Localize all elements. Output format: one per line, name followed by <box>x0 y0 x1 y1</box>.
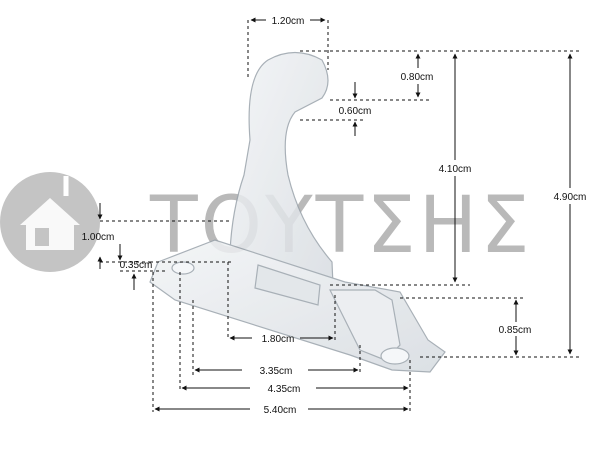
dimension-labels: 1.20cm 0.80cm 0.60cm 4.10cm 4.90cm 1.00c… <box>82 16 587 416</box>
extension-lines <box>100 20 580 412</box>
dim-label-base-height: 0.35cm <box>120 260 153 271</box>
dim-label-step-height: 1.00cm <box>82 232 115 243</box>
dim-label-len-total: 5.40cm <box>264 405 297 416</box>
dim-label-foot-height: 0.85cm <box>499 325 532 336</box>
dimension-arrows <box>97 17 573 412</box>
dim-label-upper-height: 4.10cm <box>439 164 472 175</box>
dim-label-width-top: 1.20cm <box>272 16 305 27</box>
dim-label-total-height: 4.90cm <box>554 192 587 203</box>
dim-label-len-a: 3.35cm <box>260 366 293 377</box>
dim-label-slot-width: 1.80cm <box>262 334 295 345</box>
dim-label-tip-height: 0.80cm <box>401 72 434 83</box>
hinge-part <box>149 51 446 373</box>
watermark-logo <box>0 172 100 272</box>
dim-label-len-b: 4.35cm <box>268 384 301 395</box>
dim-label-tip-gap: 0.60cm <box>339 106 372 117</box>
